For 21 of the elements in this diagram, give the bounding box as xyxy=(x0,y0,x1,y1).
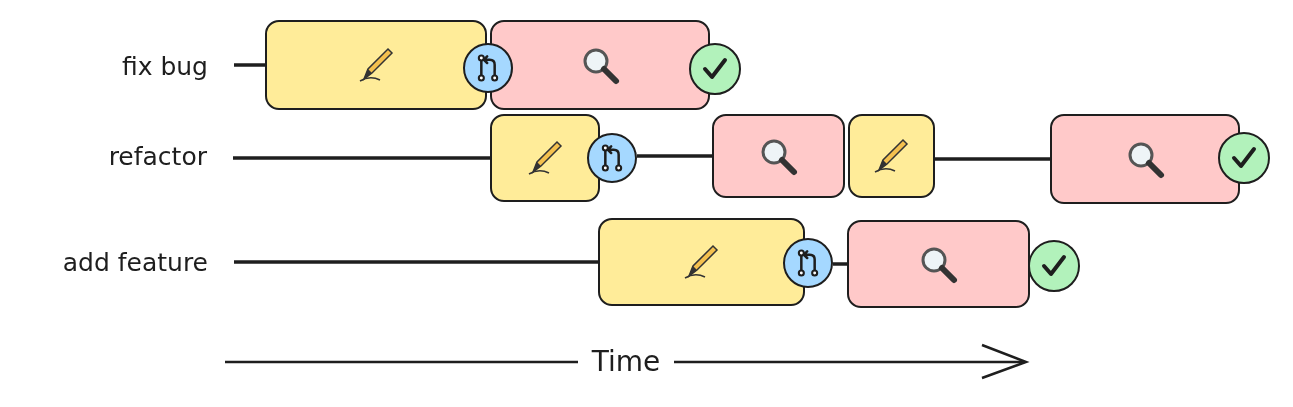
status-circle xyxy=(1028,240,1080,292)
connector-line xyxy=(233,156,490,160)
connector-line xyxy=(637,154,712,158)
task-box xyxy=(848,114,935,198)
task-box xyxy=(265,20,487,110)
task-box xyxy=(847,220,1030,308)
row-label: refactor xyxy=(77,142,207,172)
status-circle xyxy=(1218,132,1270,184)
row-label: fix bug xyxy=(96,52,208,82)
status-circle xyxy=(689,43,741,95)
task-box xyxy=(1050,114,1240,204)
connector-line xyxy=(234,63,265,67)
row-label: add feature xyxy=(20,248,208,278)
task-box xyxy=(490,20,710,110)
connector-line xyxy=(833,262,847,266)
task-box xyxy=(598,218,805,306)
task-box xyxy=(490,114,600,202)
connector-line xyxy=(234,260,598,264)
connector-line xyxy=(935,157,1050,161)
task-box xyxy=(712,114,845,198)
axis-label: Time xyxy=(590,347,662,377)
